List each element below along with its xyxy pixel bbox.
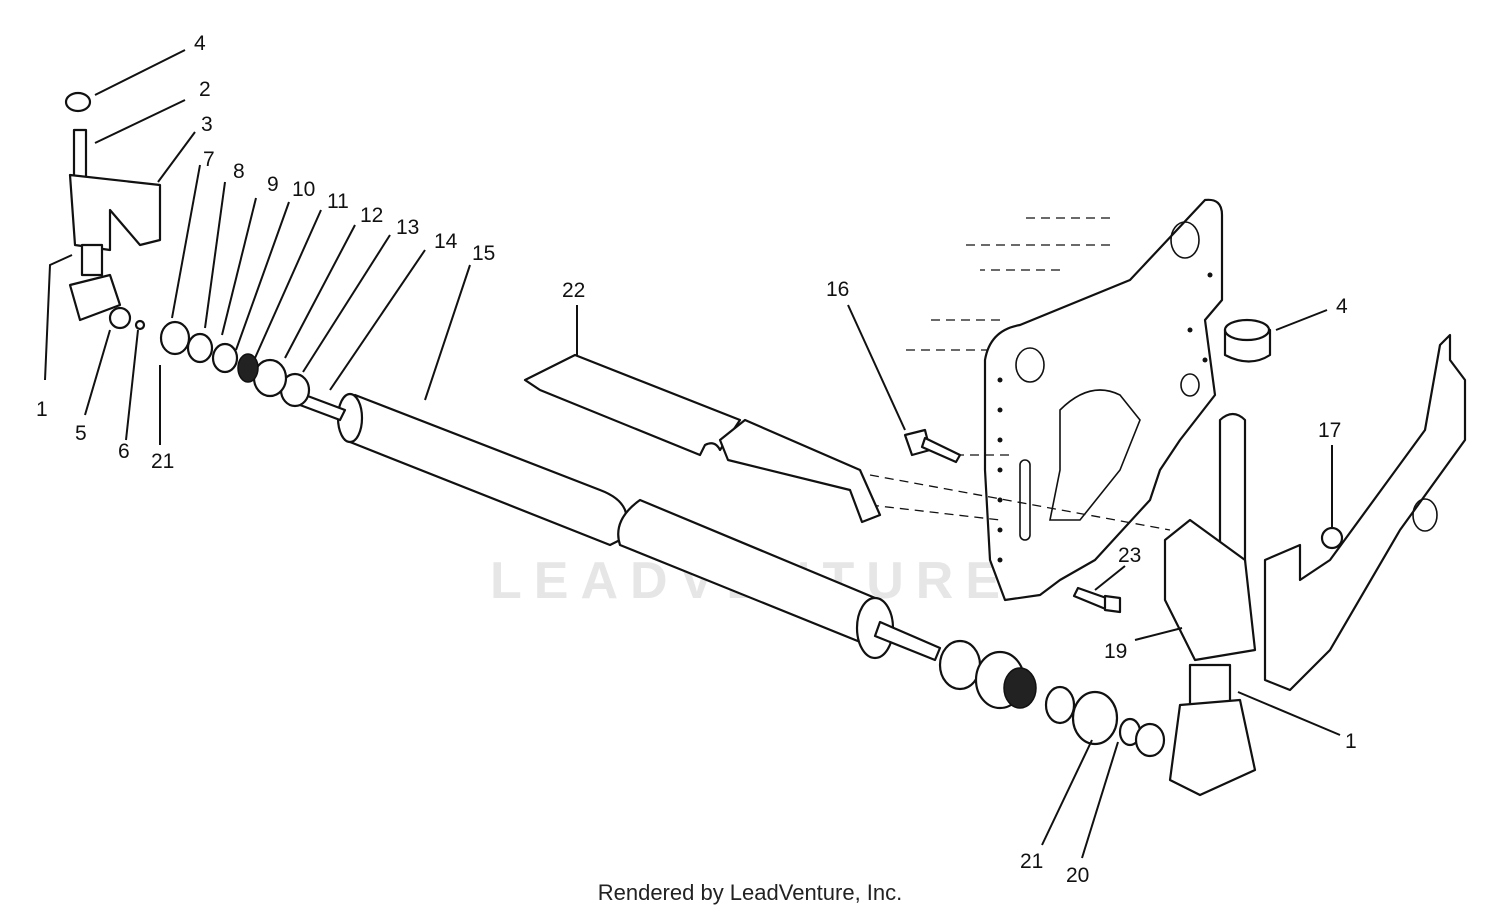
callout-9: 9 (267, 173, 279, 196)
bolt-16 (903, 428, 962, 464)
leader-lines (44, 49, 1341, 859)
callout-5: 5 (75, 422, 87, 445)
callout-21-left: 21 (151, 450, 174, 473)
callout-20: 20 (1066, 864, 1089, 887)
callout-21-right: 21 (1020, 850, 1043, 873)
left-height-adjuster (64, 91, 162, 322)
callout-labels: 4 2 3 7 8 9 10 11 12 13 14 15 1 5 6 21 2… (36, 32, 1357, 887)
roller-shield (523, 353, 882, 524)
callout-6: 6 (118, 440, 130, 463)
callout-19: 19 (1104, 640, 1127, 663)
callout-23: 23 (1118, 544, 1141, 567)
callout-4-right: 4 (1336, 295, 1348, 318)
callout-3: 3 (201, 113, 213, 136)
side-plate (869, 198, 1224, 602)
callout-16: 16 (826, 278, 849, 301)
callout-4-left: 4 (194, 32, 206, 55)
callout-17: 17 (1318, 419, 1341, 442)
callout-22: 22 (562, 279, 585, 302)
left-shaft-assembly (108, 306, 347, 422)
side-bracket (1263, 333, 1467, 692)
footer-credit: Rendered by LeadVenture, Inc. (597, 880, 903, 905)
callout-14: 14 (434, 230, 458, 253)
callout-11: 11 (327, 190, 349, 213)
callout-15: 15 (472, 242, 495, 265)
callout-8: 8 (233, 160, 245, 183)
callout-1-left: 1 (36, 398, 48, 421)
right-shaft-assembly (873, 620, 1166, 758)
bolt-23 (1072, 586, 1122, 614)
callout-1-right: 1 (1345, 730, 1357, 753)
right-height-adjuster (1163, 318, 1344, 797)
front-roller (336, 392, 895, 660)
callout-10: 10 (292, 178, 315, 201)
callout-2: 2 (199, 78, 211, 101)
callout-12: 12 (360, 204, 383, 227)
callout-7: 7 (203, 148, 215, 171)
callout-13: 13 (396, 216, 419, 239)
